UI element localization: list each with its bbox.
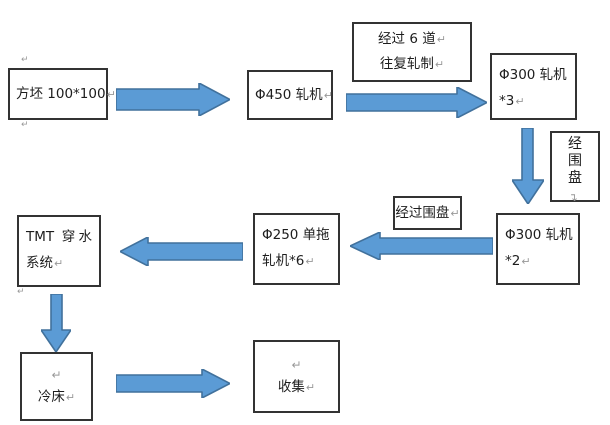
node-cooling-bed-label: 冷床	[37, 389, 65, 405]
paragraph-mark: ↵	[51, 368, 62, 382]
note-loop-disc-label: 经过围盘	[395, 204, 450, 221]
paragraph-mark: ↵	[106, 87, 116, 101]
node-mill-250-line2: 轧机*6	[262, 253, 305, 269]
arrow-mill450-to-mill300x3	[346, 87, 487, 118]
paragraph-mark: ↵	[450, 206, 460, 220]
node-collection: ↵ 收集↵	[253, 340, 340, 413]
node-mill-450: Φ450 轧机↵	[247, 70, 333, 120]
arrow-mill250-to-tmt	[120, 237, 243, 266]
node-mill-300x2-line1: Φ300 轧机	[505, 227, 573, 243]
paragraph-mark: ↵	[436, 33, 446, 46]
note-loop-disc-vertical: 经围盘 ↵	[550, 131, 600, 202]
paragraph-mark: ↵	[323, 88, 333, 102]
paragraph-mark: ↵	[21, 55, 29, 65]
node-mill-300x3-line1: Φ300 轧机	[499, 67, 567, 83]
paragraph-mark: ↵	[515, 95, 525, 108]
paragraph-mark: ↵	[521, 255, 531, 268]
node-mill-250: Φ250 单拖 轧机*6↵	[253, 213, 340, 285]
note-six-passes-line1: 经过 6 道	[378, 31, 436, 47]
node-mill-450-label: Φ450 轧机	[255, 86, 323, 103]
note-six-passes: 经过 6 道↵ 往复轧制↵	[352, 22, 472, 82]
note-loop-disc-vertical-label: 经围盘	[568, 136, 582, 186]
node-cooling-bed: ↵ 冷床↵	[20, 352, 93, 421]
paragraph-mark: ↵	[305, 255, 315, 268]
paragraph-mark: ↵	[434, 58, 445, 71]
node-mill-300x2: Φ300 轧机 *2↵	[496, 213, 580, 285]
node-mill-250-line1: Φ250 单拖	[262, 227, 330, 243]
node-billet: 方坯 100*100↵	[8, 68, 116, 120]
node-billet-label: 方坯 100*100	[16, 85, 106, 102]
paragraph-mark: ↵	[54, 257, 64, 270]
node-mill-300x3-line2: *3	[499, 93, 515, 109]
node-mill-300x2-line2: *2	[505, 253, 521, 269]
node-collection-label: 收集	[277, 379, 305, 395]
note-six-passes-line2: 往复轧制	[379, 56, 434, 72]
node-tmt-water-system: TMT 穿水 系统↵	[17, 215, 101, 287]
arrow-tmt-to-cooling-bed	[41, 294, 71, 352]
note-loop-disc: 经过围盘↵	[393, 196, 462, 230]
paragraph-mark: ↵	[291, 358, 302, 372]
paragraph-mark: ↵	[305, 381, 316, 394]
paragraph-mark: ↵	[17, 287, 25, 297]
arrow-mill300x2-to-mill250	[350, 232, 493, 260]
paragraph-mark: ↵	[65, 391, 76, 404]
node-tmt-line2: 系统	[26, 255, 53, 271]
node-tmt-line1: TMT 穿水	[26, 229, 92, 245]
arrow-cooling-bed-to-collect	[116, 369, 230, 398]
arrow-billet-to-mill450	[116, 83, 230, 116]
node-mill-300x3: Φ300 轧机 *3↵	[490, 53, 577, 120]
arrow-mill300x3-to-mill300x2	[512, 128, 544, 204]
paragraph-mark: ↵	[21, 120, 29, 130]
